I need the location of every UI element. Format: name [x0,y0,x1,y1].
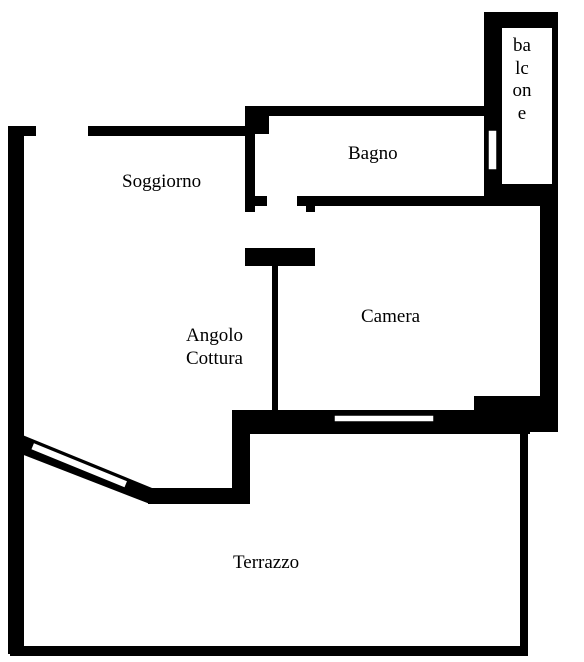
wall-camera-right [540,196,558,432]
terrazzo-bottom [10,646,528,656]
wall-step-vertical [232,410,250,504]
wall-top-left [8,126,36,136]
wall-top-soggiorno [88,126,250,136]
wall-door-bottom [245,248,315,266]
room-label-terrazzo: Terrazzo [233,552,300,573]
wall-balcone-right [552,12,558,192]
window-diagonal [29,441,129,490]
wall-door-frame-left [245,196,255,212]
room-label-angolo-cottura: Angolo Cottura [186,325,243,371]
wall-bagno-bottom-left [245,196,267,206]
terrazzo-right [520,430,528,654]
wall-door-frame-right [306,196,315,212]
window-bagno-balcone [487,129,498,171]
wall-bagno-left [245,106,255,206]
wall-bagno-corner [245,106,269,134]
windows [29,129,498,490]
room-label-angolo-line2: Cottura [186,347,243,369]
room-label-camera: Camera [361,306,421,327]
wall-camera-corner [474,396,558,432]
wall-bagno-top [245,106,487,116]
wall-bagno-bottom-right [297,196,542,206]
terrazzo-top [250,428,530,434]
wall-left-outer [8,126,24,654]
wall-balcone-bottom [484,184,558,196]
wall-balcone-top [484,12,558,28]
room-label-angolo-line1: Angolo [186,325,243,346]
wall-divider [272,264,278,414]
wall-step-horizontal [148,488,250,504]
room-label-bagno: Bagno [348,143,398,164]
room-label-balcone: balcone [512,35,532,124]
room-label-soggiorno: Soggiorno [122,171,202,192]
window-camera-bottom [333,414,435,423]
